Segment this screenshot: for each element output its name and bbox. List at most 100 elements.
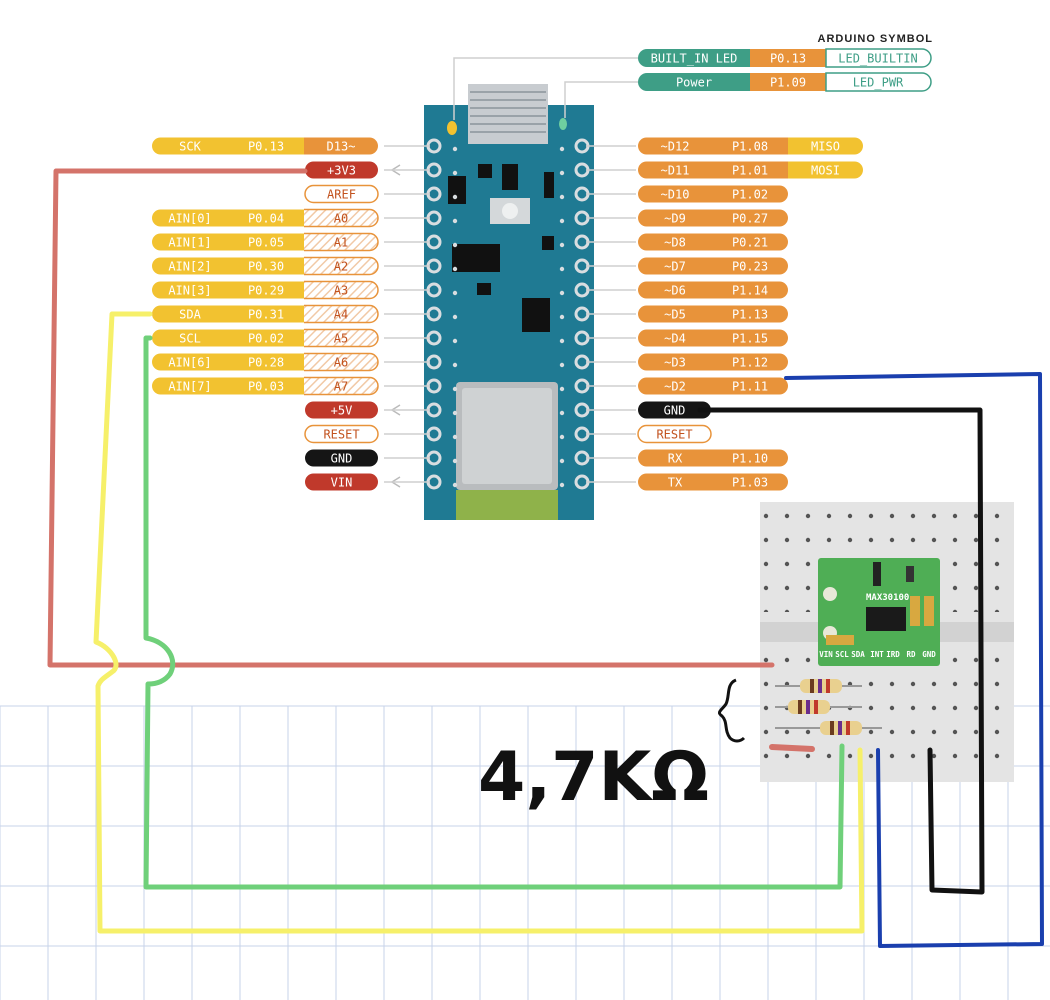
left-func-7-text: SDA	[179, 308, 201, 322]
right-pin-3: ~D9	[638, 209, 712, 227]
left-pin-7-text: A4	[334, 308, 348, 322]
right-pin-13-text: RX	[668, 452, 683, 466]
left-pin-14: VIN	[305, 473, 378, 491]
right-pin-10-text: ~D2	[664, 380, 686, 394]
right-port-0-text: P1.08	[732, 140, 768, 154]
legend-symbol-0: LED_BUILTIN	[825, 48, 932, 68]
sensor-pin-4: IRD	[886, 650, 900, 659]
right-pin-12-text: RESET	[656, 428, 692, 442]
reset-button-icon	[502, 203, 518, 219]
left-func-8-text: SCL	[179, 332, 201, 346]
left-port-3-text: P0.04	[248, 212, 284, 226]
resistor-1	[775, 679, 862, 693]
left-port-6: P0.29	[228, 281, 304, 299]
builtin-led-icon	[447, 121, 457, 135]
right-pin-6-text: ~D6	[664, 284, 686, 298]
right-pin-11: GND	[638, 401, 711, 419]
left-func-10: AIN[7]	[152, 377, 228, 395]
right-port-14-text: P1.03	[732, 476, 768, 490]
right-pin-14-text: TX	[668, 476, 683, 490]
left-func-3-text: AIN[0]	[168, 212, 211, 226]
legend-symbol-1-text: LED_PWR	[853, 76, 904, 90]
right-port-13-text: P1.10	[732, 452, 768, 466]
right-pin-13: RX	[638, 449, 712, 467]
left-pin-13-text: GND	[331, 452, 353, 466]
sensor-pin-6: GND	[922, 650, 936, 659]
left-func-5: AIN[2]	[152, 257, 228, 275]
right-pin-1: ~D11	[638, 161, 712, 179]
resistor-2	[775, 700, 862, 714]
left-func-8: SCL	[152, 329, 228, 347]
right-port-8-text: P1.15	[732, 332, 768, 346]
right-pin-14: TX	[638, 473, 712, 491]
right-port-6-text: P1.14	[732, 284, 768, 298]
right-pin-1-text: ~D11	[661, 164, 690, 178]
legend-symbol-1: LED_PWR	[825, 72, 932, 92]
right-port-14: P1.03	[712, 473, 788, 491]
right-pin-5-text: ~D7	[664, 260, 686, 274]
right-port-8: P1.15	[712, 329, 788, 347]
left-func-10-text: AIN[7]	[168, 380, 211, 394]
right-port-7-text: P1.13	[732, 308, 768, 322]
wire-red-stub	[769, 744, 815, 752]
left-pin-5-text: A2	[334, 260, 348, 274]
left-port-5-text: P0.30	[248, 260, 284, 274]
left-func-4: AIN[1]	[152, 233, 228, 251]
sensor-pin-2: SDA	[851, 650, 865, 659]
left-pin-3-text: A0	[334, 212, 348, 226]
left-pin-3: A0	[304, 209, 378, 227]
left-port-7-text: P0.31	[248, 308, 284, 322]
right-port-9-text: P1.12	[732, 356, 768, 370]
legend-pin-0-text: P0.13	[770, 52, 806, 66]
right-pin-9: ~D3	[638, 353, 712, 371]
right-port-5: P0.23	[712, 257, 788, 275]
legend-pin-1-text: P1.09	[770, 76, 806, 90]
right-pin-12: RESET	[637, 424, 712, 444]
left-func-9: AIN[6]	[152, 353, 228, 371]
right-port-1: P1.01	[712, 161, 788, 179]
sensor-pin-5: RD	[906, 650, 916, 659]
right-pin-2: ~D10	[638, 185, 712, 203]
wire-d2-blue	[784, 372, 1044, 948]
right-port-13: P1.10	[712, 449, 788, 467]
left-port-4: P0.05	[228, 233, 304, 251]
left-port-9: P0.28	[228, 353, 304, 371]
left-pin-13: GND	[305, 449, 378, 467]
right-func-0: MISO	[788, 137, 863, 155]
sensor-pin-0: VIN	[819, 650, 833, 659]
left-func-6-text: AIN[3]	[168, 284, 211, 298]
sensor-label: MAX30100	[866, 593, 909, 603]
left-func-0: SCK	[152, 137, 228, 155]
left-func-7: SDA	[152, 305, 228, 323]
power-led-icon	[559, 118, 567, 130]
left-port-6-text: P0.29	[248, 284, 284, 298]
right-port-10-text: P1.11	[732, 380, 768, 394]
left-port-3: P0.04	[228, 209, 304, 227]
right-pin-0: ~D12	[638, 137, 712, 155]
right-pin-4: ~D8	[638, 233, 712, 251]
left-func-4-text: AIN[1]	[168, 236, 211, 250]
legend-pin-1: P1.09	[750, 73, 826, 91]
wire-sda-yellow	[93, 311, 865, 934]
left-pin-0-text: D13~	[327, 140, 356, 154]
brace-icon	[718, 678, 746, 743]
right-port-3: P0.27	[712, 209, 788, 227]
right-func-1: MOSI	[788, 161, 863, 179]
resistor-value-annotation: 4,7KΩ	[478, 678, 746, 817]
left-func-5-text: AIN[2]	[168, 260, 211, 274]
right-pin-3-text: ~D9	[664, 212, 686, 226]
breadboard	[760, 502, 1014, 782]
left-pin-2-text: AREF	[327, 188, 356, 202]
left-port-8: P0.02	[228, 329, 304, 347]
right-port-2: P1.02	[712, 185, 788, 203]
legend-pin-0: P0.13	[750, 49, 826, 67]
left-pin-8-text: A5	[334, 332, 348, 346]
left-func-0-text: SCK	[179, 140, 201, 154]
right-pin-6: ~D6	[638, 281, 712, 299]
right-port-6: P1.14	[712, 281, 788, 299]
left-pin-14-text: VIN	[331, 476, 353, 490]
